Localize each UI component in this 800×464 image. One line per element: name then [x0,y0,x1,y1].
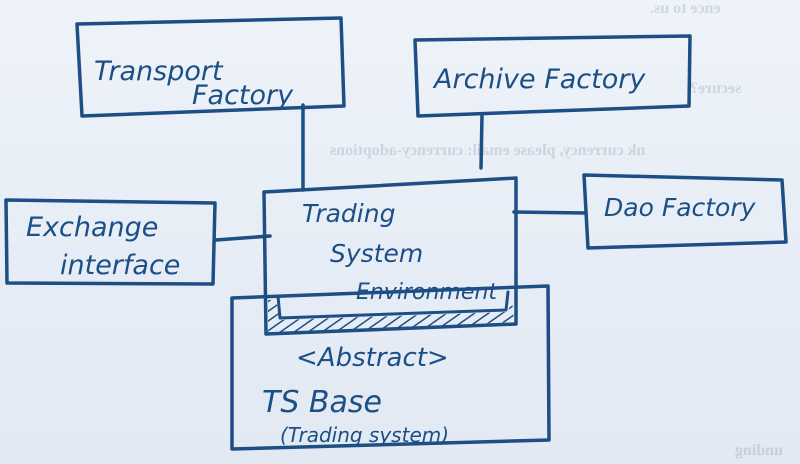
archive-factory-node: Archive Factory [413,34,692,118]
dao-factory-box [582,173,788,250]
transport-factory-label-line1: Transport [94,56,224,87]
exchange-interface-box [4,198,217,286]
transport-factory-label-line2: Factory [192,80,294,111]
ts-base-node: <Abstract> TS Base (Trading system) [230,284,551,451]
ts-base-note: (Trading system) [280,423,449,447]
trading-system-environment-box [262,176,518,336]
exchange-interface-label-line1: Exchange [26,212,158,243]
trading-system-environment-node: Trading System Environment [262,176,518,336]
archive-factory-box [413,34,692,118]
ts-base-box [230,284,551,451]
archive-factory-label: Archive Factory [432,64,646,95]
environment-label-line2: System [330,239,423,268]
dao-factory-node: Dao Factory [582,173,788,250]
environment-label-line1: Trading [302,199,395,228]
exchange-interface-label-line2: interface [60,250,180,281]
connector-environment-to-dao [512,210,588,215]
dao-factory-label: Dao Factory [604,193,757,222]
transport-factory-box [75,16,346,118]
connector-exchange-to-environment [214,234,272,242]
ts-base-name: TS Base [262,385,382,420]
environment-inner-edge [276,290,510,320]
ts-base-stereotype: <Abstract> [296,343,449,373]
environment-label-line3: Environment [356,280,498,305]
exchange-interface-node: Exchange interface [4,198,217,286]
connector-archive-to-environment [479,113,484,170]
connectors [214,103,588,242]
transport-factory-node: Transport Factory [75,16,346,118]
